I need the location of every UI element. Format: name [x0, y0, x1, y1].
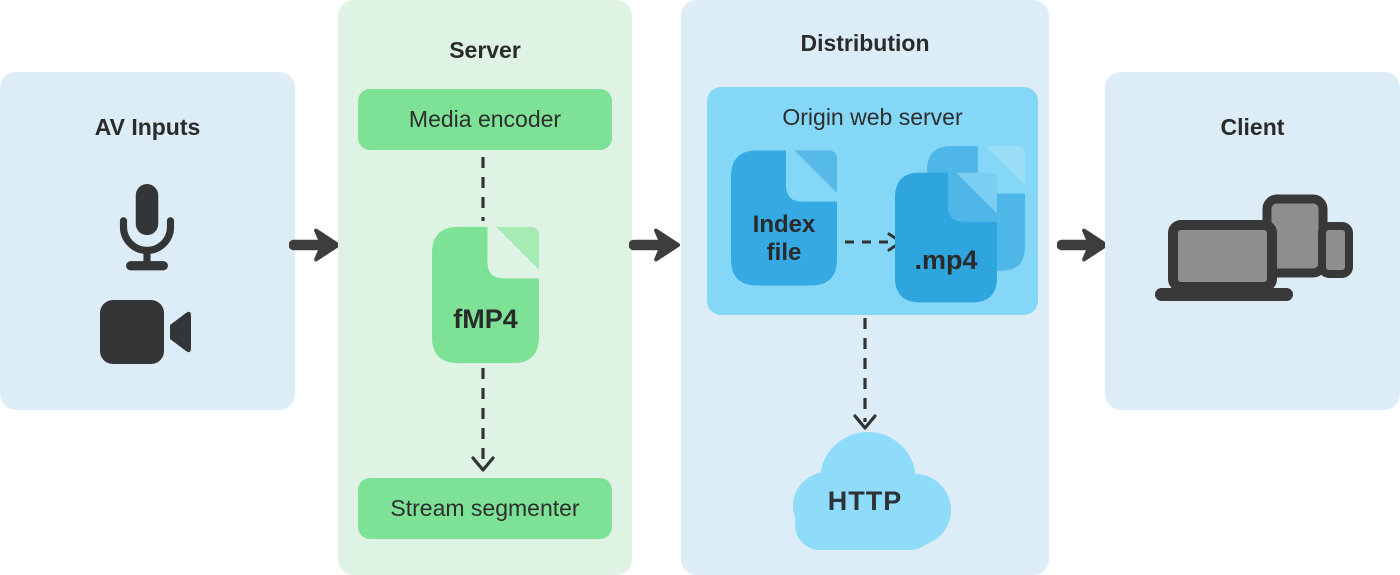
av-inputs-panel: AV Inputs	[0, 72, 295, 410]
cloud-icon	[793, 432, 951, 550]
fmp4-file-label: fMP4	[453, 304, 518, 334]
distribution-panel: Distribution Origin web server Index fil…	[681, 0, 1049, 575]
mp4-files-icon: .mp4	[895, 145, 1025, 303]
http-cloud-label: HTTP	[827, 486, 903, 516]
dashed-line-encoder-to-fmp4	[481, 157, 485, 221]
microphone-icon	[119, 184, 175, 271]
file-shape-icon	[731, 150, 837, 286]
server-title: Server	[449, 37, 521, 63]
origin-web-server-title: Origin web server	[782, 104, 963, 130]
fmp4-file-icon: fMP4	[432, 226, 539, 364]
http-cloud: HTTP	[775, 428, 955, 550]
server-panel: Server Media encoder fMP4 Stream segment…	[338, 0, 632, 575]
av-inputs-title: AV Inputs	[94, 114, 201, 140]
media-encoder-node: Media encoder	[358, 89, 612, 150]
index-file-label-line1: Index	[752, 211, 816, 238]
client-title: Client	[1220, 114, 1285, 140]
arrow-av-to-server-icon	[289, 228, 341, 262]
stream-segmenter-node: Stream segmenter	[358, 478, 612, 539]
video-camera-icon	[100, 300, 191, 364]
mp4-front-file-icon	[895, 172, 997, 303]
dashed-arrow-origin-to-http	[853, 318, 877, 430]
index-file-label: Index file	[731, 211, 837, 266]
index-file-icon: Index file	[731, 149, 837, 287]
devices-icon	[1155, 194, 1353, 301]
file-shape-icon	[432, 226, 539, 364]
mp4-file-label: .mp4	[914, 245, 978, 275]
client-panel: Client	[1105, 72, 1400, 410]
index-file-label-line2: file	[766, 238, 802, 266]
origin-web-server-box: Origin web server Index file	[707, 87, 1038, 315]
distribution-title: Distribution	[800, 30, 930, 56]
dashed-arrow-fmp4-to-segmenter	[471, 368, 495, 472]
arrow-server-to-distribution-icon	[629, 228, 681, 262]
arrow-distribution-to-client-icon	[1057, 228, 1109, 262]
